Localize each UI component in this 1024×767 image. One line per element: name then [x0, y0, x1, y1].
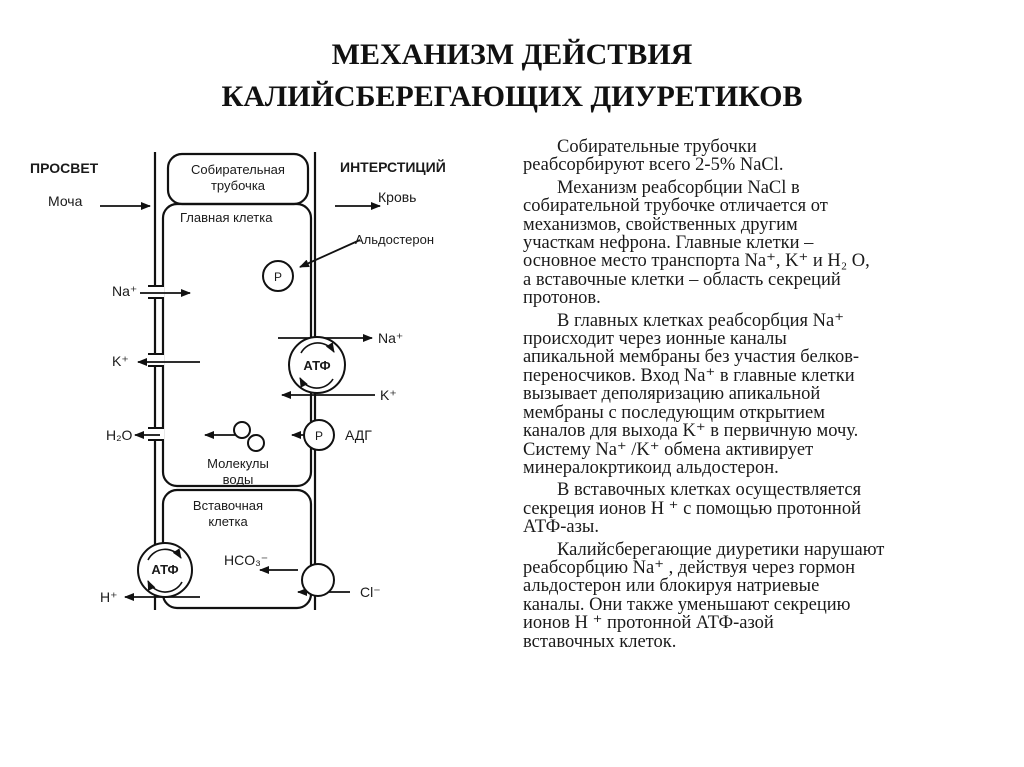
hco3-label: HCO₃⁻: [224, 552, 268, 568]
principal-cell-box: [161, 202, 313, 488]
paragraph-4: В вставочных клетках осуществляется секр…: [523, 480, 862, 538]
adh-receptor: [303, 419, 335, 451]
paragraph-3: В главных клетках реабсорбция Na⁺ происх…: [523, 310, 860, 478]
slide-title: МЕХАНИЗМ ДЕЙСТВИЯ КАЛИЙСБЕРЕГАЮЩИХ ДИУРЕ…: [0, 34, 1024, 118]
water-molecule-1: [233, 421, 251, 439]
lumen-label: ПРОСВЕТ: [30, 160, 99, 176]
blood-label: Кровь: [378, 189, 416, 205]
title-line-1: МЕХАНИЗМ ДЕЙСТВИЯ: [331, 38, 693, 71]
water-molecules-label-2: воды: [223, 472, 254, 487]
collecting-tubule-label-2: трубочка: [211, 178, 266, 193]
na-interstitium-label: Na⁺: [378, 330, 403, 346]
k-interstitium-label: K⁺: [380, 387, 397, 403]
title-line-2: КАЛИЙСБЕРЕГАЮЩИХ ДИУРЕТИКОВ: [221, 80, 803, 113]
water-molecules-label-1: Молекулы: [207, 456, 269, 471]
h-label: H⁺: [100, 589, 118, 605]
h2o-label: H₂O: [106, 427, 133, 443]
diuretic-mechanism-diagram: ПРОСВЕТ Моча Собирательная трубочка ИНТЕ…: [30, 152, 446, 610]
paragraph-2: Механизм реабсорбции NaCl в собирательно…: [523, 177, 870, 309]
principal-cell-label: Главная клетка: [180, 210, 273, 225]
aldosterone-label: Альдостерон: [355, 232, 434, 247]
intercalated-cell-label-2: клетка: [208, 514, 248, 529]
aldosterone-arrow: [299, 239, 361, 268]
collecting-tubule-label-1: Собирательная: [191, 162, 285, 177]
explanatory-text: Собирательные трубочки реабсорбируют все…: [523, 138, 993, 655]
na-lumen-label: Na⁺: [112, 283, 137, 299]
cl-label: Cl⁻: [360, 584, 381, 600]
aldosterone-receptor-label: P: [274, 270, 282, 284]
intercalated-cell-label-1: Вставочная: [193, 498, 263, 513]
adh-label: АДГ: [345, 427, 372, 443]
atp-intercalated-label: АТФ: [151, 562, 178, 577]
paragraph-5: Калийсберегающие диуретики нарушают реаб…: [523, 539, 885, 652]
paragraph-1: Собирательные трубочки реабсорбируют все…: [523, 137, 784, 176]
water-molecule-2: [247, 434, 265, 452]
adh-receptor-label: P: [315, 429, 323, 443]
cl-hco3-exchanger: [301, 563, 335, 597]
k-lumen-label: K⁺: [112, 353, 129, 369]
atp-main-label: АТФ: [303, 358, 330, 373]
urine-label: Моча: [48, 193, 83, 209]
interstitium-label: ИНТЕРСТИЦИЙ: [340, 158, 446, 175]
aldosterone-receptor: [262, 260, 294, 292]
